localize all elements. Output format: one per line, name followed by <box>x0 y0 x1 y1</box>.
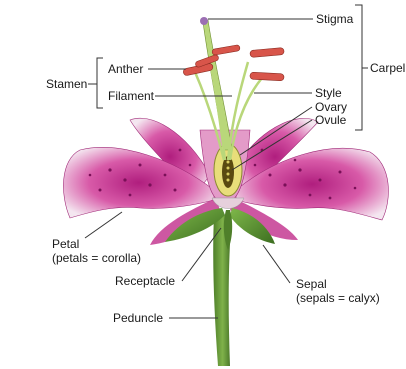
label-style: Style <box>315 86 342 100</box>
anthers <box>183 45 285 81</box>
label-stamen: Stamen <box>46 77 87 91</box>
leader-petal <box>85 212 122 238</box>
label-anther: Anther <box>108 62 143 76</box>
label-sepal-note: (sepals = calyx) <box>296 291 380 305</box>
label-peduncle: Peduncle <box>113 311 163 325</box>
carpel-bracket <box>355 5 362 130</box>
label-ovule: Ovule <box>315 113 347 127</box>
label-sepal: Sepal <box>296 277 327 291</box>
label-carpel: Carpel <box>370 61 405 75</box>
stigma-tip <box>200 17 208 25</box>
leader-sepal <box>263 245 290 283</box>
label-stigma: Stigma <box>316 12 354 26</box>
label-filament: Filament <box>108 89 155 103</box>
label-petal-note: (petals = corolla) <box>52 251 141 265</box>
label-ovary: Ovary <box>315 100 347 114</box>
stamen-bracket <box>97 58 103 108</box>
label-petal: Petal <box>52 237 79 251</box>
label-receptacle: Receptacle <box>115 274 175 288</box>
